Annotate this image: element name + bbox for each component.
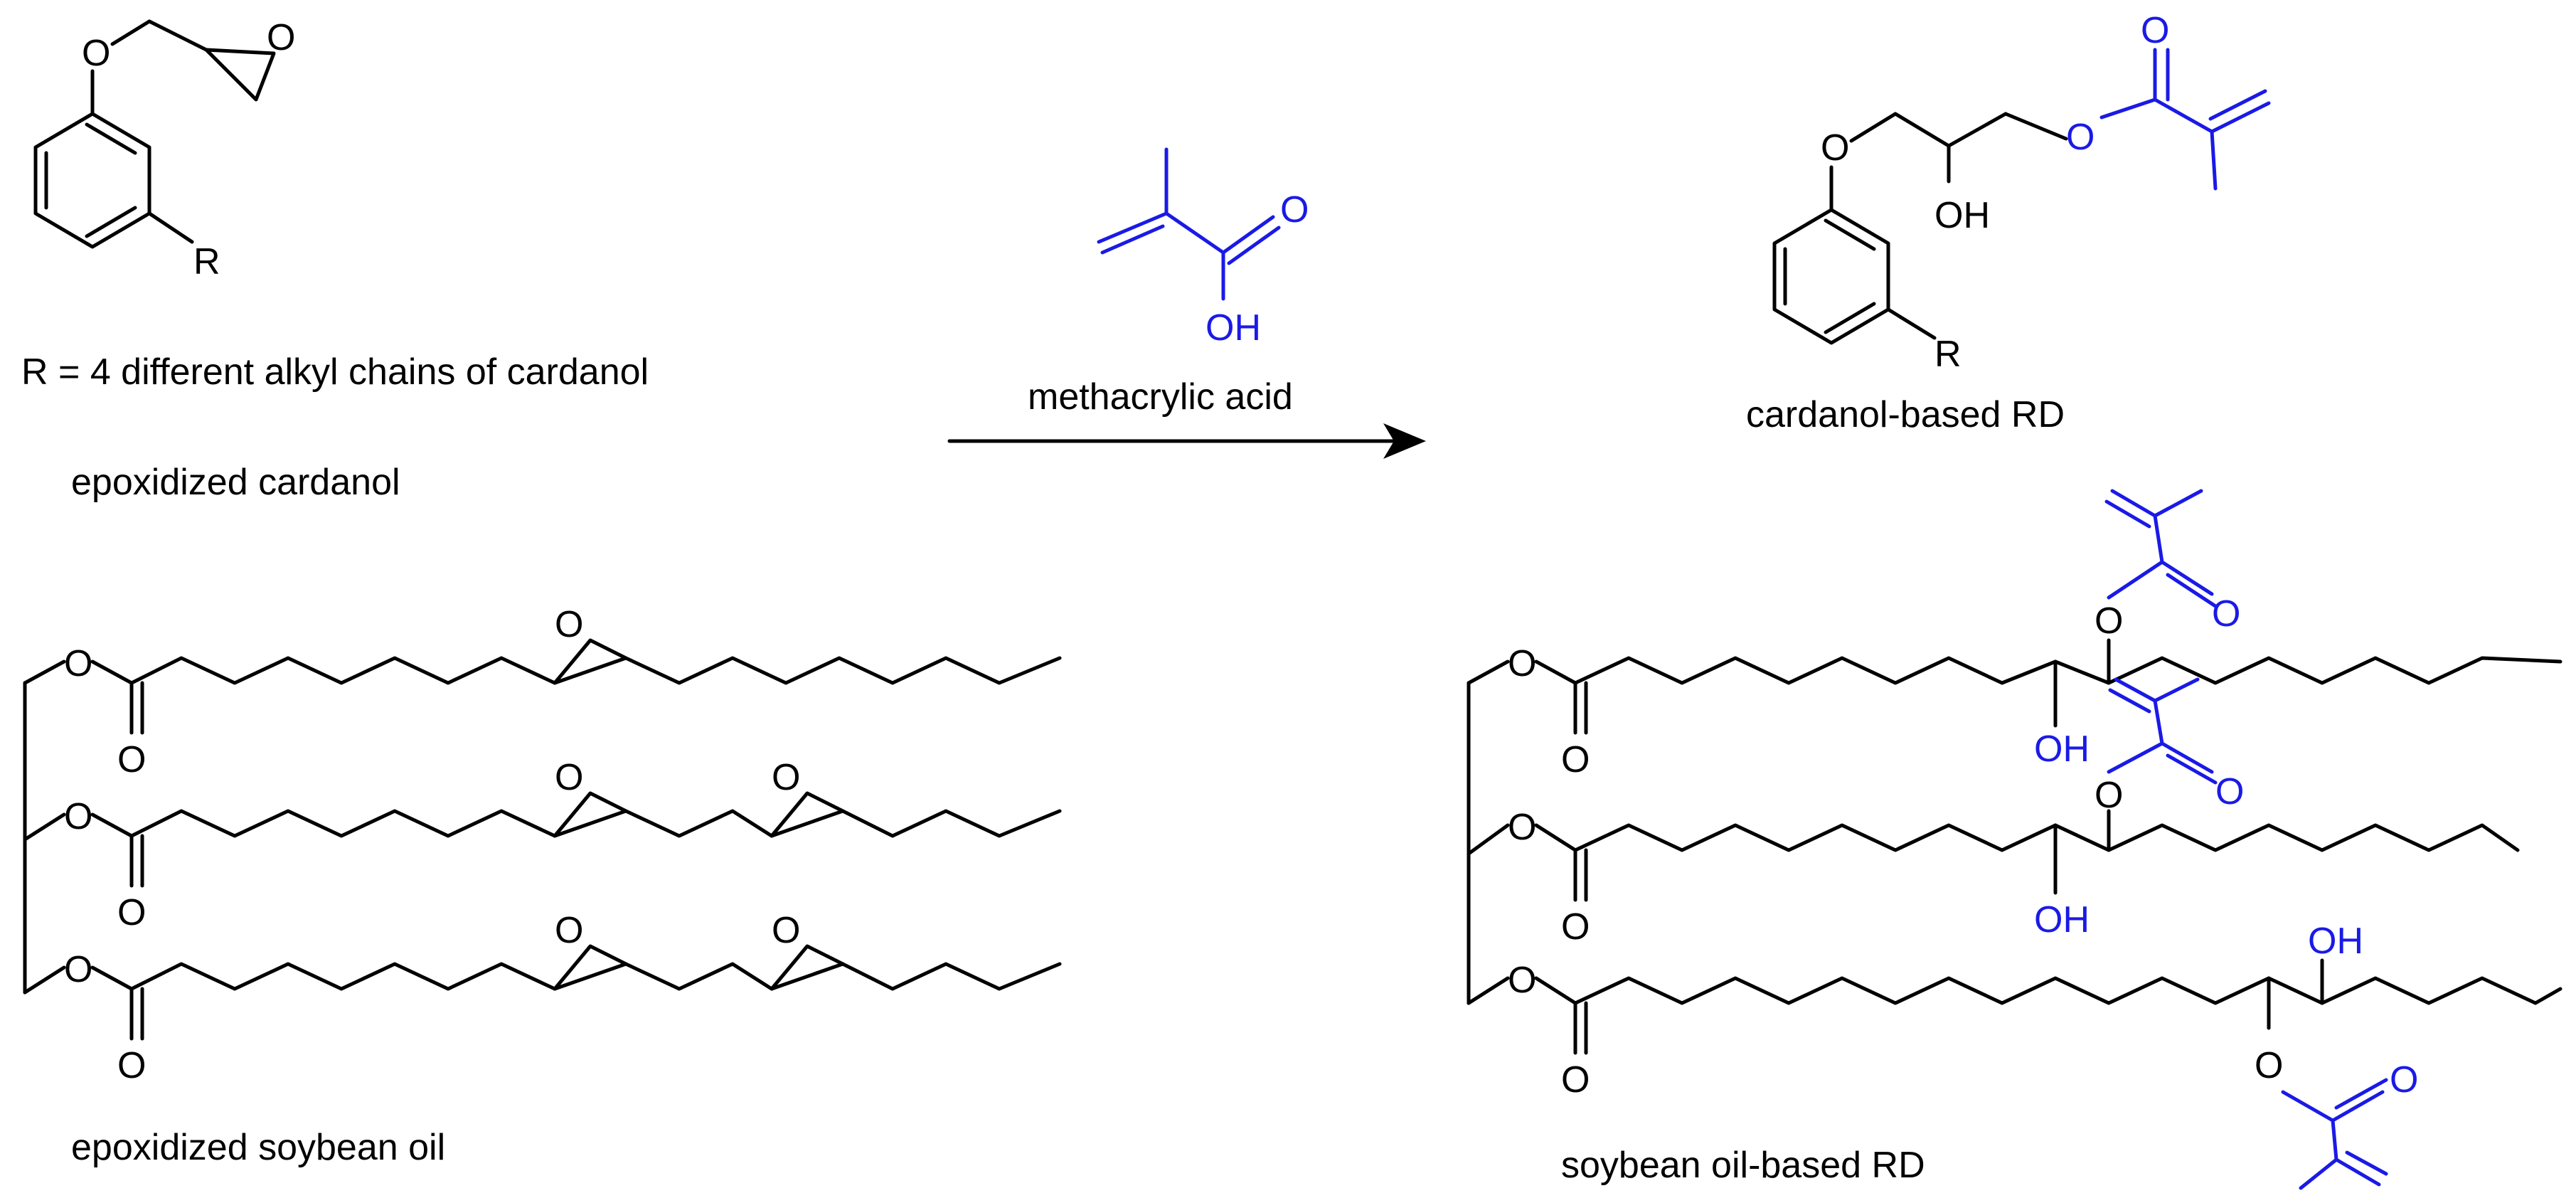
rd-methacrylate-carbonyl-1: O (2212, 593, 2240, 635)
soy-ester-oxygen-2: O (64, 796, 92, 837)
epoxidized-cardanol-caption: epoxidized cardanol (71, 462, 400, 503)
epoxide-oxygen-label: O (267, 17, 295, 58)
ether-oxygen-label: O (82, 33, 110, 74)
rd-ester-oxygen-3: O (1508, 960, 1536, 1001)
r-definition-text: R = 4 different alkyl chains of cardanol (21, 351, 649, 393)
soy-methacrylate-group-1 (2104, 489, 2218, 608)
rd-ester-oxygen-2: O (1508, 807, 1536, 848)
product-ether-oxygen-label: O (1821, 127, 1849, 169)
acid-hydroxyl-label: OH (1205, 307, 1261, 349)
methacrylic-acid-structure (1097, 147, 1281, 301)
soy-carbonyl-oxygen-3: O (117, 1045, 146, 1086)
rd-ester-oxygen-1: O (1508, 643, 1536, 684)
rd-hydroxyl-3: OH (2308, 921, 2363, 962)
carbonyl-oxygen-label: O (1280, 189, 1309, 230)
rd-methacrylate-carbonyl-2: O (2215, 771, 2244, 812)
soy-epoxide-oxygen-2a: O (555, 757, 583, 798)
soy-epoxide-oxygen-1: O (555, 604, 583, 645)
rd-methacrylate-oxygen-1: O (2095, 600, 2123, 642)
soy-ester-oxygen-3: O (64, 949, 92, 990)
soy-carbonyl-oxygen-2: O (117, 892, 146, 933)
rd-carbonyl-oxygen-3: O (1561, 1059, 1590, 1101)
soy-epoxide-oxygen-3a: O (555, 910, 583, 951)
reagent-caption: methacrylic acid (1028, 376, 1293, 418)
cardanol-product-caption: cardanol-based RD (1746, 394, 2065, 435)
rd-methacrylate-oxygen-3: O (2255, 1045, 2283, 1086)
rd-hydroxyl-2: OH (2034, 899, 2090, 940)
soy-methacrylate-group-3 (2281, 1078, 2388, 1190)
r-group-label: R (193, 241, 220, 282)
epoxidized-soybean-oil-structure (23, 638, 1062, 1041)
soy-methacrylate-group-2 (2107, 677, 2218, 785)
soybean-product-caption: soybean oil-based RD (1561, 1145, 1925, 1186)
epoxidized-cardanol-structure (33, 19, 276, 249)
soy-epoxide-oxygen-2b: O (772, 757, 800, 798)
soy-carbonyl-oxygen-1: O (117, 739, 146, 780)
rd-methacrylate-oxygen-2: O (2095, 775, 2123, 816)
rd-carbonyl-oxygen-2: O (1561, 906, 1590, 948)
ester-oxygen-label: O (2066, 117, 2095, 158)
soy-ester-oxygen-1: O (64, 643, 92, 684)
epoxidized-soybean-oil-caption: epoxidized soybean oil (71, 1127, 445, 1168)
ester-carbonyl-label: O (2141, 10, 2169, 51)
cardanol-methacrylate-group (2099, 48, 2271, 191)
product-r-group-label: R (1934, 334, 1962, 375)
product-hydroxyl-label: OH (1934, 195, 1990, 236)
cardanol-based-rd-structure (1772, 112, 2068, 345)
rd-hydroxyl-1: OH (2034, 728, 2090, 770)
rd-methacrylate-carbonyl-3: O (2390, 1059, 2418, 1101)
rd-carbonyl-oxygen-1: O (1561, 739, 1590, 780)
soy-epoxide-oxygen-3b: O (772, 910, 800, 951)
soybean-oil-based-rd-structure (1467, 638, 2562, 1055)
